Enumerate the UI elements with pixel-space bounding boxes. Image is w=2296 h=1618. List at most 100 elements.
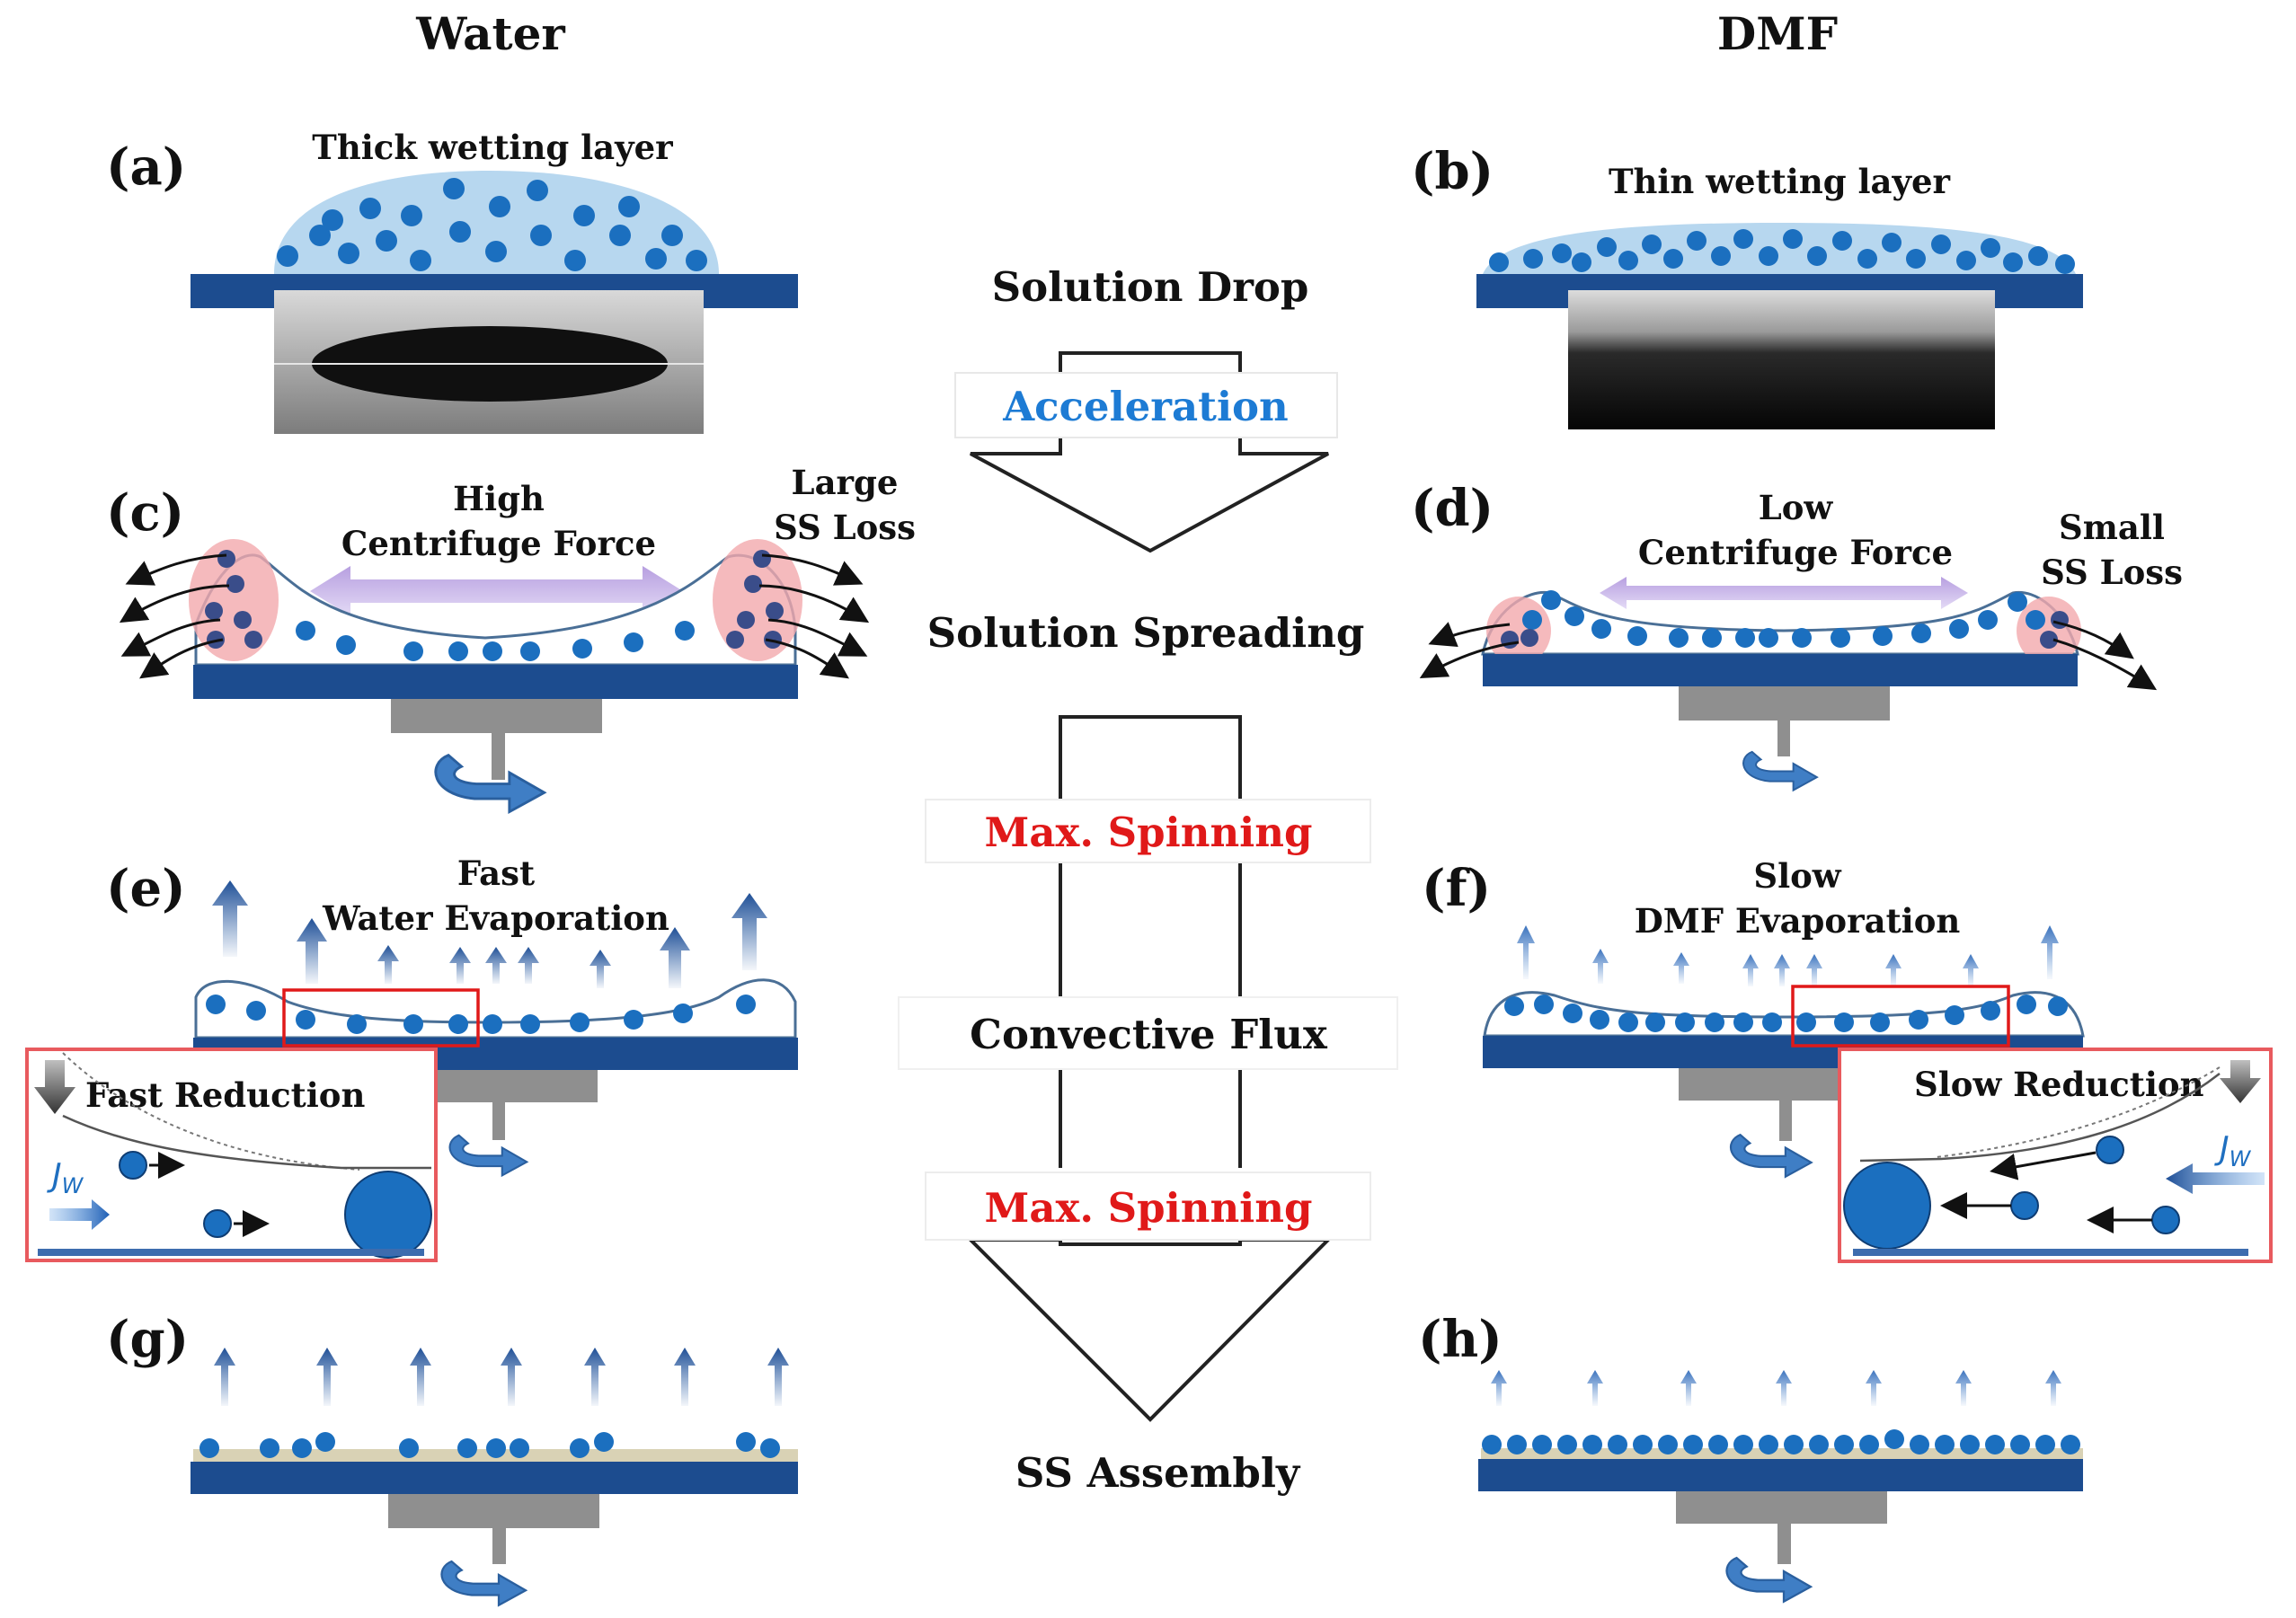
spin-chuck-c bbox=[391, 699, 602, 733]
small-loss-label-2: SS Loss bbox=[2041, 553, 2183, 592]
slow-reduction-title: Slow Reduction bbox=[1914, 1065, 2204, 1104]
spin-chuck-g bbox=[388, 1494, 599, 1528]
step-solution-spreading: Solution Spreading bbox=[927, 609, 1365, 657]
inset-substrate-e bbox=[38, 1249, 424, 1256]
final-arrow bbox=[966, 1238, 1333, 1422]
large-loss-label-1: Large bbox=[792, 463, 899, 502]
acceleration-label: Acceleration bbox=[1002, 383, 1289, 430]
panel-h-label: (h) bbox=[1418, 1310, 1503, 1369]
inset-motion-arrows-e bbox=[149, 1152, 270, 1237]
high-force-arrow bbox=[310, 566, 683, 616]
spin-chuck-h bbox=[1676, 1491, 1887, 1524]
particles-h bbox=[1482, 1429, 2080, 1454]
slow-evap-label-2: DMF Evaporation bbox=[1635, 901, 1961, 941]
particles-b bbox=[1489, 229, 2075, 274]
panel-h-assembly-dmf bbox=[1478, 1370, 2083, 1603]
panel-d-label: (d) bbox=[1411, 479, 1494, 538]
substrate-h bbox=[1478, 1459, 2083, 1491]
substrate-c bbox=[193, 665, 798, 699]
substrate-d bbox=[1483, 654, 2078, 686]
max-spinning-box-1 bbox=[925, 799, 1371, 863]
down-arrow-fast bbox=[34, 1060, 75, 1114]
spinning-column bbox=[1059, 715, 1242, 1168]
substrate-g bbox=[191, 1462, 798, 1494]
acceleration-label-box bbox=[954, 372, 1338, 438]
process-flow: Solution Drop Acceleration Solution Spre… bbox=[898, 263, 1398, 1497]
contact-angle-image-dmf bbox=[1568, 290, 1995, 429]
convective-flux-box bbox=[898, 996, 1398, 1070]
zoom-region-f bbox=[1791, 985, 2010, 1048]
particles-a bbox=[277, 178, 707, 271]
evaporation-arrows-h bbox=[1491, 1370, 2061, 1406]
spin-shaft-d bbox=[1777, 721, 1790, 756]
low-force-label-1: Low bbox=[1759, 488, 1834, 527]
fast-evap-label-2: Water Evaporation bbox=[322, 898, 669, 938]
reduction-curve-solid-f bbox=[1859, 1073, 2221, 1163]
rotation-arrow-h bbox=[1725, 1556, 1813, 1603]
zoom-region-e bbox=[282, 988, 480, 1048]
step-ss-assembly: SS Assembly bbox=[1015, 1449, 1301, 1497]
max-spinning-label-2: Max. Spinning bbox=[985, 1184, 1313, 1232]
reduction-curve-dotted bbox=[62, 1052, 360, 1171]
panel-g-label: (g) bbox=[106, 1310, 189, 1369]
max-spinning-label-1: Max. Spinning bbox=[985, 809, 1313, 856]
panel-f-dmf-evaporation: Slow DMF Evaporation bbox=[1483, 856, 2273, 1263]
panel-e-water-evaporation: Fast Water Evaporation Fast Redu bbox=[25, 853, 798, 1262]
reduction-curve-solid bbox=[62, 1114, 431, 1170]
thin-wetting-layer-label: Thin wetting layer bbox=[1609, 162, 1951, 201]
particles-e bbox=[206, 995, 756, 1034]
particles-g bbox=[199, 1432, 780, 1458]
step-solution-drop: Solution Drop bbox=[992, 263, 1309, 311]
evaporation-arrows-f bbox=[1517, 925, 2059, 986]
inset-substrate-f bbox=[1853, 1249, 2248, 1256]
rotation-arrow-g bbox=[440, 1560, 527, 1606]
large-loss-label-2: SS Loss bbox=[774, 508, 916, 547]
inset-slow-reduction bbox=[1838, 1048, 2273, 1263]
thick-wetting-layer-label: Thick wetting layer bbox=[312, 128, 673, 167]
jw-arrow-left bbox=[49, 1199, 110, 1230]
panel-e-label: (e) bbox=[106, 859, 186, 918]
spin-chuck-f bbox=[1679, 1068, 1840, 1101]
dried-film-h bbox=[1481, 1448, 2083, 1459]
evaporation-arrows-g bbox=[214, 1348, 789, 1406]
spin-shaft-h bbox=[1777, 1524, 1791, 1564]
particles-c bbox=[296, 621, 695, 661]
panel-c-spreading-water: High Centrifuge Force Large SS Loss bbox=[119, 463, 916, 814]
step-convective-flux: Convective Flux bbox=[970, 1011, 1328, 1058]
right-column-title: DMF bbox=[1717, 7, 1838, 60]
inset-motion-arrows-f bbox=[1940, 1151, 2152, 1233]
left-column-title: Water bbox=[415, 7, 565, 60]
panel-g-assembly-water bbox=[191, 1348, 798, 1606]
low-force-label-2: Centrifuge Force bbox=[1638, 533, 1953, 572]
rotation-arrow-e bbox=[448, 1134, 528, 1177]
max-spinning-box-2 bbox=[925, 1172, 1371, 1241]
spin-shaft-e bbox=[492, 1102, 505, 1140]
panel-a-thick-wetting-layer: Thick wetting layer bbox=[191, 128, 798, 434]
panel-b-thin-wetting-layer: Thin wetting layer bbox=[1476, 162, 2083, 429]
panel-c-label: (c) bbox=[106, 483, 184, 543]
spin-shaft-g bbox=[492, 1528, 506, 1564]
high-force-label-1: High bbox=[453, 479, 545, 518]
ejection-lines-d bbox=[1419, 620, 2158, 691]
slow-evap-label-1: Slow bbox=[1753, 856, 1841, 896]
rotation-arrow-f bbox=[1729, 1133, 1813, 1179]
spin-shaft-f bbox=[1779, 1101, 1792, 1141]
reduction-curve-dotted-f bbox=[1936, 1066, 2221, 1158]
ejection-lines-c bbox=[119, 553, 870, 679]
rotation-arrow-d bbox=[1742, 750, 1818, 791]
rotation-arrow-c bbox=[434, 754, 546, 814]
inset-particles-e bbox=[119, 1151, 432, 1259]
spin-shaft-c bbox=[492, 733, 505, 780]
particles-c-loss bbox=[205, 550, 784, 649]
panel-a-label: (a) bbox=[106, 137, 186, 197]
fast-reduction-title: Fast Reduction bbox=[85, 1075, 365, 1115]
small-loss-label-1: Small bbox=[2059, 508, 2165, 547]
jw-arrow-right bbox=[2166, 1163, 2265, 1194]
spin-chuck-d bbox=[1679, 686, 1890, 721]
loss-zone-left bbox=[189, 539, 279, 661]
high-force-label-2: Centrifuge Force bbox=[341, 524, 656, 563]
panel-f-label: (f) bbox=[1422, 859, 1491, 918]
particles-d bbox=[1522, 590, 2045, 648]
low-force-arrow bbox=[1600, 577, 1968, 609]
